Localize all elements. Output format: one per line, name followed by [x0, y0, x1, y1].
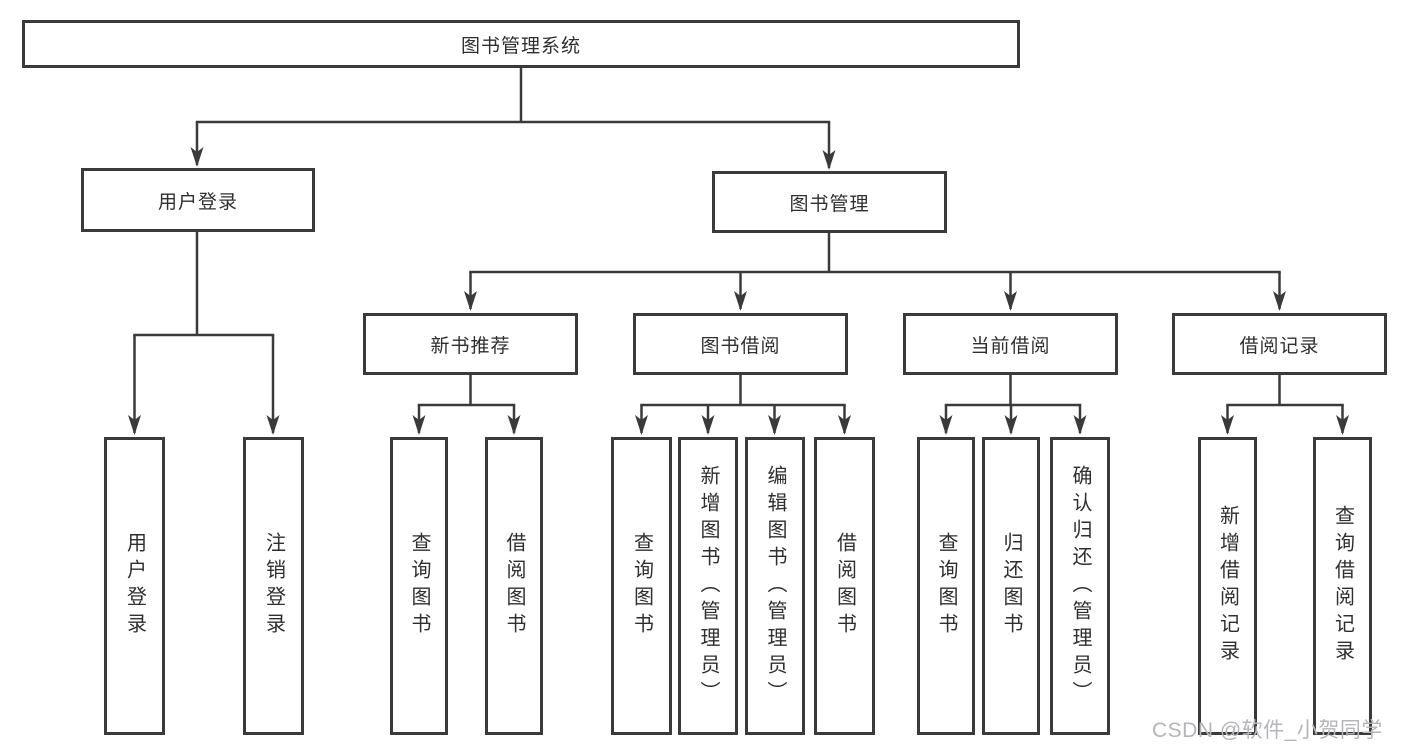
- node-book-borrow: 图书借阅: [633, 313, 848, 375]
- leaf-confirm-return-admin: 确认归还（管理员）: [1050, 437, 1110, 735]
- leaf-query-borrow-record: 查询借阅记录: [1313, 437, 1372, 735]
- leaf-return-books: 归还图书: [982, 437, 1040, 735]
- node-label: 注销登录: [262, 532, 285, 640]
- node-label: 新增图书（管理员）: [697, 464, 719, 708]
- node-label: 确认归还（管理员）: [1069, 464, 1091, 708]
- node-label: 借阅图书: [503, 532, 525, 640]
- node-user-login-branch: 用户登录: [81, 168, 315, 232]
- leaf-user-login: 用户登录: [104, 437, 165, 735]
- csdn-watermark: CSDN @软件_小贺同学: [1152, 719, 1383, 742]
- node-label: 归还图书: [1000, 532, 1022, 640]
- leaf-query-books-current: 查询图书: [917, 437, 975, 735]
- connector-spines: [133, 66, 1344, 407]
- leaf-borrow-books-recommend: 借阅图书: [485, 437, 543, 735]
- node-label: 借阅记录: [1239, 335, 1320, 357]
- node-label: 新书推荐: [430, 335, 511, 357]
- node-label: 查询图书: [408, 532, 430, 640]
- node-label: 图书借阅: [700, 335, 781, 357]
- node-label: 查询图书: [935, 532, 957, 640]
- node-current-borrow: 当前借阅: [903, 313, 1118, 375]
- node-label: 图书管理系统: [460, 35, 581, 57]
- node-label: 新增借阅记录: [1216, 505, 1239, 667]
- node-label: 用户登录: [157, 191, 238, 213]
- leaf-add-books-admin: 新增图书（管理员）: [678, 437, 738, 735]
- leaf-borrow-books-borrow: 借阅图书: [814, 437, 875, 735]
- node-root-system: 图书管理系统: [22, 20, 1020, 68]
- node-book-management: 图书管理: [712, 171, 947, 233]
- leaf-query-books-borrow: 查询图书: [611, 437, 672, 735]
- node-label: 用户登录: [123, 532, 146, 640]
- node-label: 编辑图书（管理员）: [764, 464, 786, 708]
- leaf-add-borrow-record: 新增借阅记录: [1198, 437, 1257, 735]
- node-borrow-records: 借阅记录: [1172, 313, 1387, 375]
- leaf-edit-books-admin: 编辑图书（管理员）: [745, 437, 805, 735]
- leaf-query-books-recommend: 查询图书: [390, 437, 448, 735]
- node-new-book-recommend: 新书推荐: [363, 313, 578, 375]
- node-label: 查询借阅记录: [1331, 505, 1354, 667]
- leaf-logout: 注销登录: [243, 437, 304, 735]
- node-label: 查询图书: [630, 532, 653, 640]
- node-label: 当前借阅: [970, 335, 1051, 357]
- node-label: 借阅图书: [833, 532, 856, 640]
- node-label: 图书管理: [789, 193, 870, 215]
